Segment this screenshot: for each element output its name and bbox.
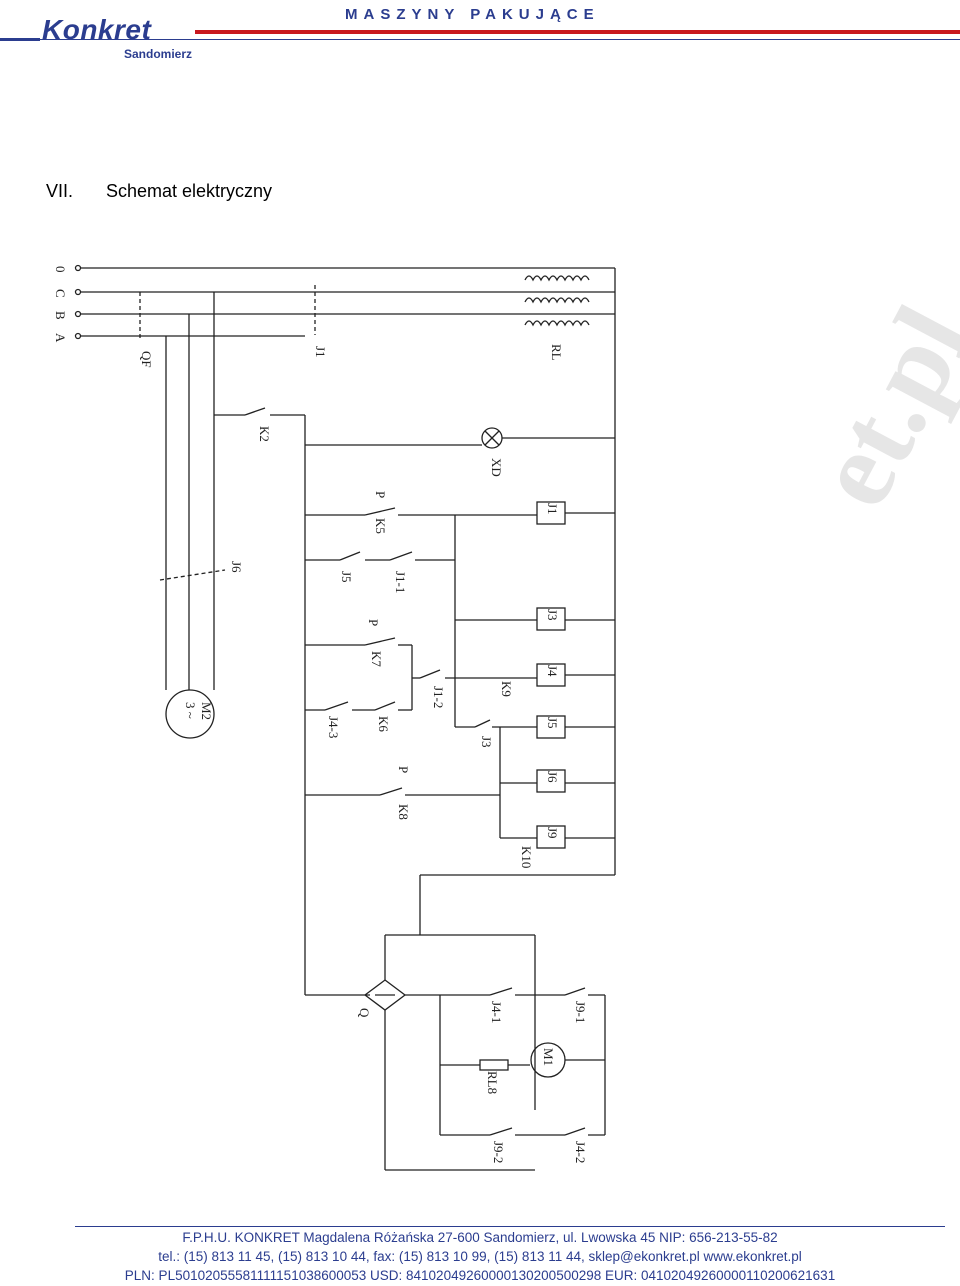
label-q: Q bbox=[357, 1008, 372, 1018]
header-blue-rule-thin bbox=[40, 39, 960, 40]
label-m2: M2 bbox=[199, 702, 214, 720]
label-j4-2: J4-2 bbox=[573, 1141, 588, 1163]
label-b: B bbox=[53, 311, 68, 320]
label-j1-2: J1-2 bbox=[431, 686, 446, 708]
label-k2: K2 bbox=[257, 426, 272, 442]
electrical-schematic: 0 C B A QF J1 RL K2 XD P K5 J5 J1-1 P K7… bbox=[53, 264, 616, 1171]
label-j3-contact: J3 bbox=[479, 736, 494, 748]
header-blue-rule bbox=[0, 38, 40, 41]
label-k10: K10 bbox=[519, 846, 534, 868]
coil-j4: J4 bbox=[545, 665, 560, 677]
label-j6-contact: J6 bbox=[229, 561, 244, 573]
coil-j9: J9 bbox=[545, 827, 560, 839]
footer-bank-accounts: PLN: PL50102055581111151038600053 USD: 8… bbox=[124, 1268, 836, 1283]
page-header: Konkret Sandomierz MASZYNY PAKUJĄCE bbox=[0, 0, 960, 80]
company-logo: Konkret bbox=[42, 14, 152, 45]
label-0: 0 bbox=[53, 266, 68, 273]
company-logo-subtitle: Sandomierz bbox=[124, 47, 193, 61]
coil-j3: J3 bbox=[545, 609, 560, 621]
label-c: C bbox=[53, 289, 68, 298]
footer-rule bbox=[75, 1226, 945, 1227]
section-number: VII. bbox=[46, 181, 74, 201]
footer-contact: tel.: (15) 813 11 45, (15) 813 10 44, fa… bbox=[158, 1249, 802, 1264]
coil-j5: J5 bbox=[545, 717, 560, 729]
coil-j6: J6 bbox=[545, 771, 560, 783]
label-m1: M1 bbox=[541, 1048, 556, 1066]
header-red-rule bbox=[195, 30, 960, 34]
label-j9-2: J9-2 bbox=[491, 1141, 506, 1163]
label-qf: QF bbox=[139, 351, 154, 368]
label-rl: RL bbox=[549, 344, 564, 361]
label-k7: K7 bbox=[369, 651, 384, 667]
label-j4-1: J4-1 bbox=[489, 1001, 504, 1023]
watermark: et.pl bbox=[790, 287, 960, 520]
label-p2: P bbox=[366, 619, 381, 626]
section-title: Schemat elektryczny bbox=[106, 181, 273, 201]
page-footer: F.P.H.U. KONKRET Magdalena Różańska 27-6… bbox=[0, 1222, 960, 1286]
label-m2-sub: 3 ~ bbox=[183, 702, 198, 719]
label-xd: XD bbox=[489, 458, 504, 477]
label-j9-1: J9-1 bbox=[573, 1001, 588, 1023]
footer-address: F.P.H.U. KONKRET Magdalena Różańska 27-6… bbox=[182, 1230, 778, 1245]
label-k6: K6 bbox=[376, 716, 391, 732]
label-k5: K5 bbox=[373, 518, 388, 534]
label-j1: J1 bbox=[313, 346, 328, 358]
label-k9: K9 bbox=[499, 681, 514, 697]
label-rl8: RL8 bbox=[485, 1071, 500, 1094]
label-p1: P bbox=[373, 491, 388, 498]
label-k8: K8 bbox=[396, 804, 411, 820]
label-j5: J5 bbox=[339, 571, 354, 583]
label-a: A bbox=[53, 333, 68, 343]
header-tagline: MASZYNY PAKUJĄCE bbox=[345, 6, 600, 23]
label-p3: P bbox=[396, 766, 411, 773]
coil-j1: J1 bbox=[545, 503, 560, 515]
label-j1-1: J1-1 bbox=[393, 571, 408, 593]
label-j4-3: J4-3 bbox=[326, 716, 341, 738]
